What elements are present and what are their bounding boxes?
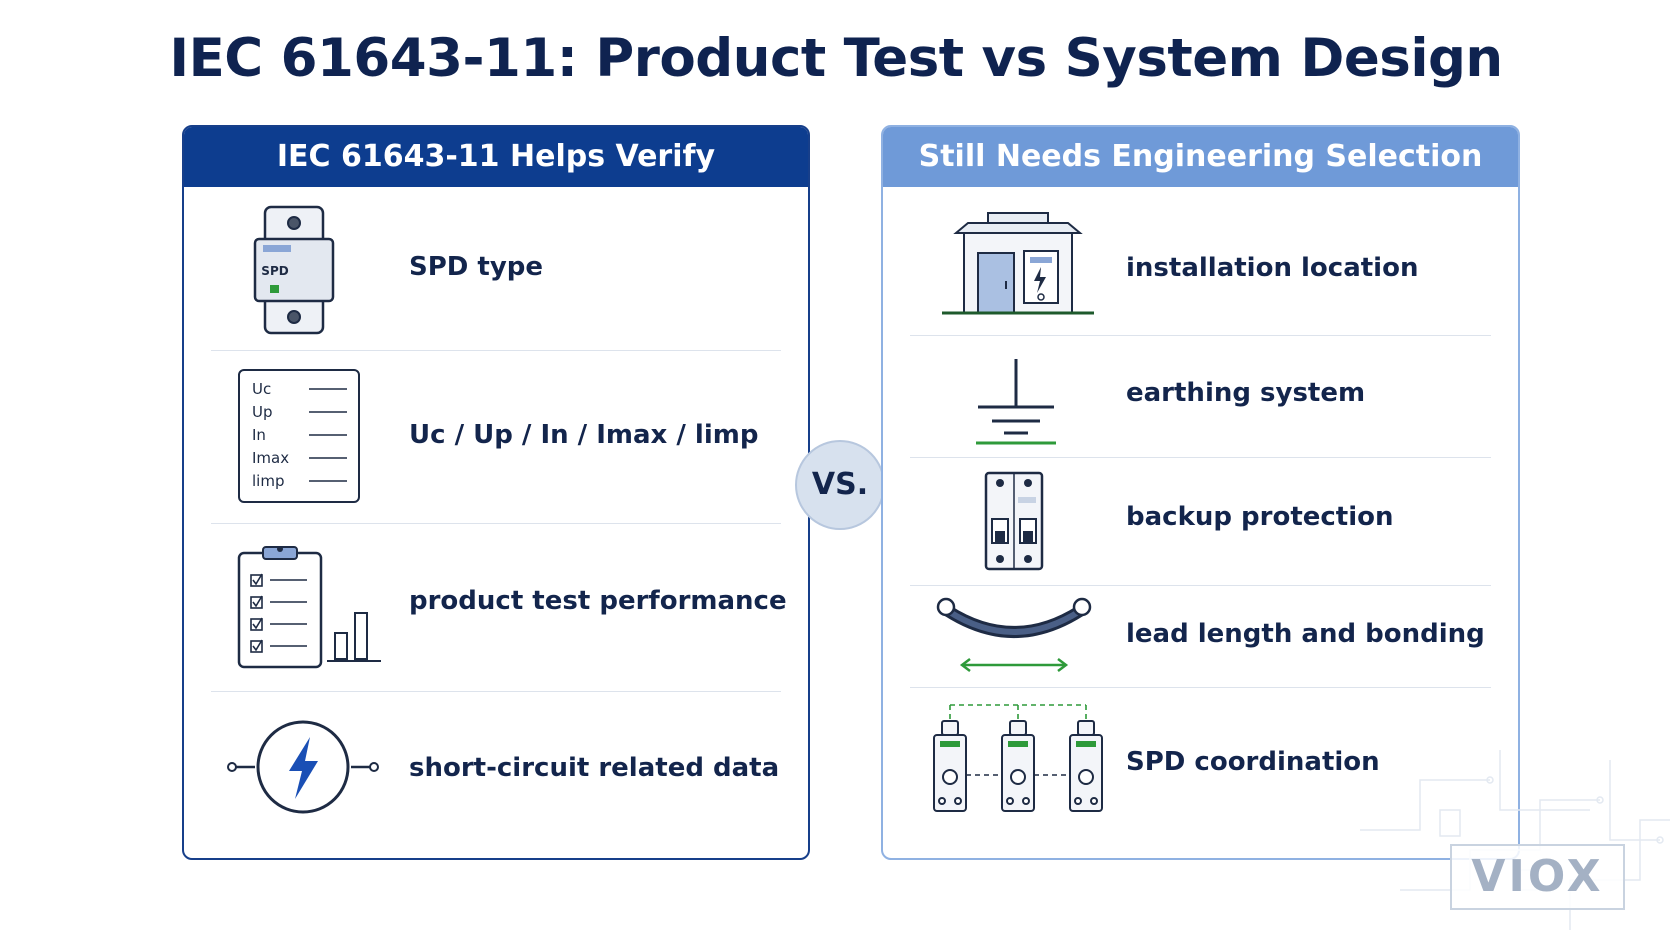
list-item: Uc Up In Imax limp Uc / Up / In / Imax /… — [211, 350, 781, 524]
ground-symbol-icon — [976, 359, 1056, 445]
circuit-watermark — [1360, 750, 1670, 930]
param-up: Up — [252, 403, 273, 421]
list-item: product test performance — [211, 523, 787, 692]
right-panel: Still Needs Engineering Selection instal… — [881, 125, 1520, 860]
cable-length-icon — [936, 597, 1092, 672]
item-label: SPD type — [409, 252, 544, 282]
left-panel: IEC 61643-11 Helps Verify SPD SPD type U… — [182, 125, 810, 860]
param-in: In — [252, 426, 266, 444]
parameter-sheet-icon: Uc Up In Imax limp — [238, 369, 360, 503]
breaker-icon — [984, 471, 1044, 571]
item-label: installation location — [1126, 253, 1419, 283]
building-panel-icon — [942, 212, 1094, 315]
item-label: backup protection — [1126, 502, 1394, 532]
param-limp: limp — [252, 472, 284, 490]
list-item: lead length and bonding — [910, 585, 1491, 688]
item-label: product test performance — [409, 586, 787, 616]
lightning-circuit-icon — [227, 720, 379, 814]
item-label: earthing system — [1126, 378, 1366, 408]
list-item: short-circuit related data — [211, 691, 781, 851]
item-label: Uc / Up / In / Imax / limp — [409, 420, 759, 450]
spd-device-icon: SPD — [253, 205, 335, 335]
left-panel-header: IEC 61643-11 Helps Verify — [184, 127, 808, 187]
clipboard-chart-icon — [237, 546, 381, 669]
item-label: short-circuit related data — [409, 753, 780, 783]
list-item: installation location — [910, 187, 1491, 336]
page-title: IEC 61643-11: Product Test vs System Des… — [169, 28, 1503, 89]
list-item: SPD coordination — [910, 687, 1491, 837]
spd-coordination-icon — [933, 704, 1103, 812]
spd-badge-text: SPD — [261, 264, 288, 278]
vs-badge: VS. — [795, 440, 885, 530]
param-imax: Imax — [252, 449, 289, 467]
right-panel-header: Still Needs Engineering Selection — [883, 127, 1518, 187]
item-label: SPD coordination — [1126, 747, 1380, 777]
list-item: SPD SPD type — [211, 187, 781, 351]
viox-logo: VIOX — [1450, 844, 1625, 910]
param-uc: Uc — [252, 380, 271, 398]
list-item: earthing system — [910, 335, 1491, 458]
item-label: lead length and bonding — [1126, 619, 1485, 649]
list-item: backup protection — [910, 457, 1491, 586]
